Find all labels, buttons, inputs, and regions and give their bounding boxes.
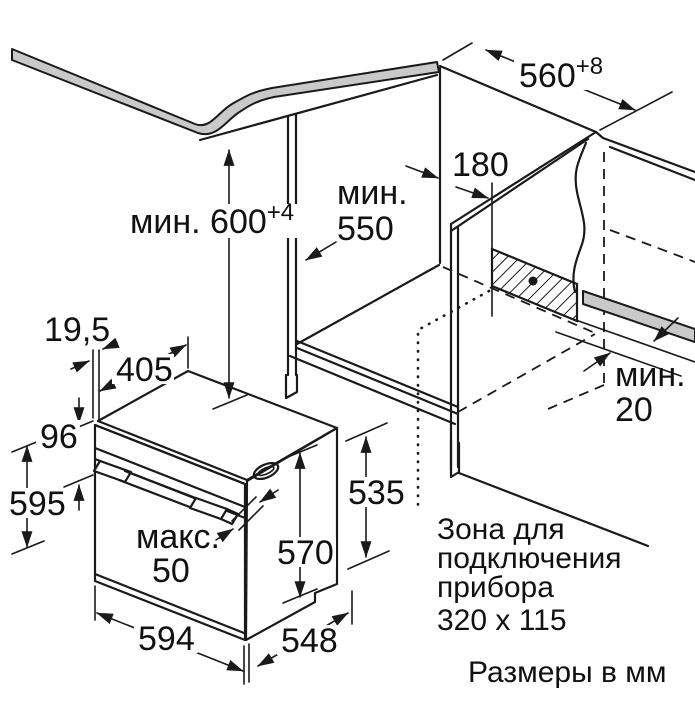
dim-niche-depth-word: мин.: [337, 174, 408, 212]
dim-panel-height-label: 96: [40, 418, 78, 456]
label-bg: [36, 420, 80, 450]
dim-handle-depth-word: макс.: [136, 518, 220, 556]
dim-wall-gap-value: 20: [615, 391, 653, 429]
dim-top-depth-label: 405: [116, 351, 173, 389]
dim-wall-gap: [583, 317, 679, 372]
dim-niche-width-label: 560+8: [519, 53, 603, 95]
dim-facia-overhang: [70, 337, 120, 421]
dim-oven-depth-label: 548: [281, 622, 338, 660]
niche-cabinet: [198, 64, 598, 426]
label-bg: [514, 58, 608, 90]
note-line-4: 320 x 115: [437, 604, 567, 637]
connection-zone-leader: [416, 289, 491, 510]
label-bg: [277, 625, 341, 655]
label-bg: [5, 488, 71, 518]
label-bg: [343, 477, 407, 507]
dim-niche-height-label: мин. 600+4: [130, 199, 294, 241]
wall-break-wave: [572, 141, 588, 294]
note-line-2: подключения: [437, 542, 621, 575]
label-bg: [272, 537, 336, 567]
dim-handle-depth: [215, 488, 279, 543]
side-wall: [442, 130, 695, 548]
note-line-1: Зона для: [437, 513, 565, 546]
dim-niche-depth-value: 550: [337, 210, 394, 248]
connection-zone-note: Зона для подключения прибора 320 x 115: [437, 513, 621, 637]
label-bg: [126, 204, 302, 238]
dim-door-height-label: 570: [277, 534, 334, 572]
dim-zone-offset: [405, 165, 493, 317]
connection-zone-hatch: [490, 247, 579, 323]
connection-point-dot: [528, 276, 538, 286]
dim-niche-height: [212, 149, 248, 410]
dim-niche-depth-leader: [305, 241, 337, 261]
dim-door-height: [282, 444, 318, 604]
units-note: Размеры в мм: [468, 656, 667, 689]
dim-zone-offset-label: 180: [452, 146, 509, 184]
side-vent: [252, 461, 280, 481]
dim-wall-gap-word: мин.: [615, 356, 686, 394]
dim-handle-depth-value: 50: [152, 552, 190, 590]
label-bg: [134, 623, 198, 653]
oven-side-face: [244, 426, 339, 642]
oven-handle: [92, 459, 240, 526]
dim-oven-width-label: 594: [138, 620, 195, 658]
dim-casing-height-label: 535: [348, 474, 405, 512]
oven-drawing: [92, 369, 339, 642]
label-bg: [112, 354, 174, 384]
note-line-3: прибора: [437, 571, 554, 604]
dim-oven-height-label: 595: [9, 485, 66, 523]
dim-facia-overhang-label: 19,5: [44, 311, 110, 349]
